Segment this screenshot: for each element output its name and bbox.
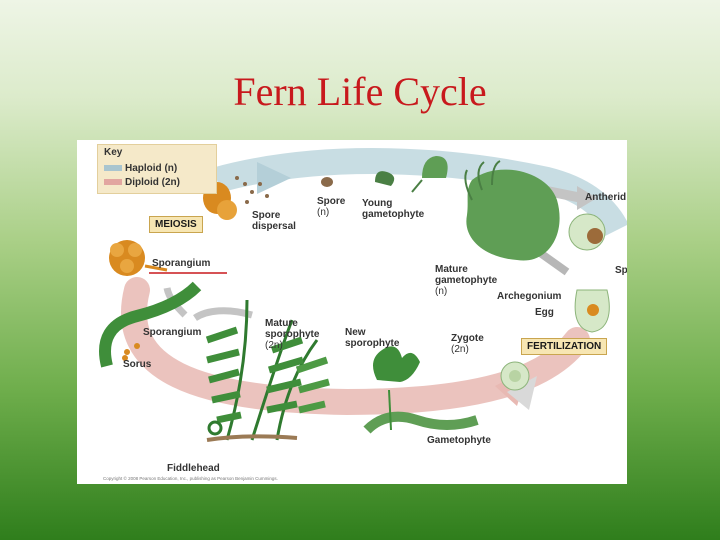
legend-haploid: Haploid (n) <box>104 163 177 174</box>
label-sorus: Sorus <box>123 359 151 370</box>
label-fiddlehead: Fiddlehead <box>167 463 220 474</box>
label-gametophyte: Gametophyte <box>427 435 491 446</box>
diploid-swatch-icon <box>104 179 122 185</box>
slide-title: Fern Life Cycle <box>0 68 720 115</box>
legend-diploid: Diploid (2n) <box>104 177 180 188</box>
new-sporophyte-drawing <box>373 346 420 382</box>
spore-drawing <box>321 177 333 187</box>
copyright-notice: Copyright © 2008 Pearson Education, Inc.… <box>103 476 278 481</box>
label-sperm: Sp <box>615 265 627 276</box>
label-spore: Spore(n) <box>317 196 345 218</box>
label-sporangium-left: Sporangium <box>143 327 201 338</box>
meiosis-tag: MEIOSIS <box>149 216 203 233</box>
label-sporangium-top: Sporangium <box>152 258 210 269</box>
label-archegonium: Archegonium <box>497 291 561 302</box>
label-egg: Egg <box>535 307 554 318</box>
haploid-swatch-icon <box>104 165 122 171</box>
gray-arrow-sorus <box>195 311 252 318</box>
fern-life-cycle-diagram: Key Haploid (n) Diploid (2n) MEIOSIS FER… <box>77 140 627 484</box>
label-zygote: Zygote(2n) <box>451 333 484 355</box>
legend-title: Key <box>104 147 122 158</box>
fertilization-tag: FERTILIZATION <box>521 338 607 355</box>
label-antheridium: Antherid <box>585 192 626 203</box>
legend-haploid-label: Haploid (n) <box>125 163 177 174</box>
legend-diploid-label: Diploid (2n) <box>125 177 180 188</box>
fiddlehead-drawing <box>209 422 221 434</box>
legend-key: Key Haploid (n) Diploid (2n) <box>97 144 217 194</box>
